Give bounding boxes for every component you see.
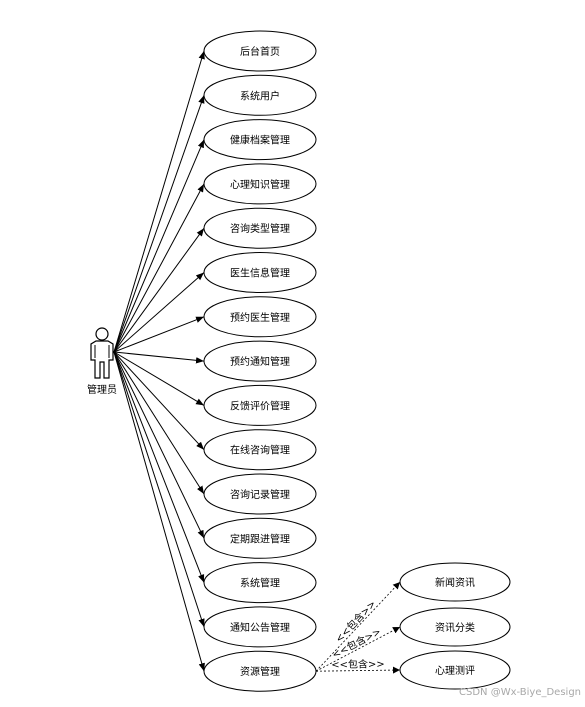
use-case-label: 系统管理 [240,577,280,590]
association-line [113,351,205,451]
use-case-label: 咨询记录管理 [230,488,290,501]
use-case: 系统管理 [203,562,317,604]
include-label: <<包含>> [330,625,383,661]
association-line [113,351,205,495]
use-case-label: 后台首页 [240,45,280,58]
use-case: 在线咨询管理 [203,429,317,471]
association-line [113,95,205,353]
association-line [113,351,205,628]
association-line [113,316,205,353]
use-case-label: 心理知识管理 [230,178,290,191]
use-case-label: 系统用户 [240,89,280,102]
use-case: 通知公告管理 [203,606,317,648]
use-case-ellipse [203,473,317,515]
use-case-ellipse [203,340,317,382]
actor-label: 管理员 [87,383,117,396]
include-label: <<包含>> [331,657,385,671]
use-case-label: 预约医生管理 [230,311,290,324]
use-case: 预约通知管理 [203,340,317,382]
sub-case: 资讯分类 [399,607,511,647]
use-case-label: 咨询类型管理 [230,222,290,235]
sub-case-ellipse [399,650,511,690]
sub-case: 新闻资讯 [399,562,511,602]
use-case-label: 定期跟进管理 [230,532,290,545]
include-line [315,581,401,672]
use-case-label: 资源管理 [240,665,280,678]
use-case: 健康档案管理 [203,119,317,161]
use-case: 心理知识管理 [203,163,317,205]
use-case-ellipse [203,606,317,648]
association-line [113,351,205,672]
use-case: 预约医生管理 [203,296,317,338]
sub-case-label: 新闻资讯 [435,576,475,589]
use-case-label: 在线咨询管理 [230,444,290,457]
use-case-ellipse [203,163,317,205]
association-line [113,351,205,406]
use-case-ellipse [203,30,317,72]
association-line [113,272,205,353]
association-line [113,183,205,353]
use-case-label: 健康档案管理 [230,134,290,147]
association-line [113,351,205,583]
association-line [113,139,205,353]
sub-case-label: 心理测评 [435,664,475,677]
use-case-ellipse [203,207,317,249]
use-case-ellipse [203,562,317,604]
use-case: 系统用户 [203,74,317,116]
use-case: 定期跟进管理 [203,517,317,559]
actor-figure: 管理员 [87,327,117,396]
actor-body [90,340,114,379]
use-case-ellipse [203,517,317,559]
actor-head [95,327,109,341]
include-relations: <<包含>><<包含>><<包含>> [315,581,401,674]
use-case-ellipse [203,119,317,161]
sub-case: 心理测评 [399,650,511,690]
sub-case-ellipse [399,607,511,647]
use-case-label: 反馈评价管理 [230,399,290,412]
use-case: 反馈评价管理 [203,384,317,426]
use-case-label: 通知公告管理 [230,621,290,634]
use-case-label: 医生信息管理 [230,267,290,280]
use-case: 咨询类型管理 [203,207,317,249]
association-lines [113,50,205,672]
use-case-ellipse [203,74,317,116]
watermark: CSDN @Wx-Biye_Design [459,687,581,698]
use-case-list: 后台首页系统用户健康档案管理心理知识管理咨询类型管理医生信息管理预约医生管理预约… [203,30,317,692]
use-case-ellipse [203,252,317,293]
association-line [113,351,205,364]
use-case-ellipse [203,429,317,471]
association-line [113,351,205,539]
association-line [113,227,205,353]
sub-case-label: 资讯分类 [435,621,475,634]
use-case-label: 预约通知管理 [230,355,290,368]
use-case-ellipse [203,296,317,338]
use-case: 医生信息管理 [203,252,317,293]
use-case: 资源管理 [203,650,317,692]
use-case: 咨询记录管理 [203,473,317,515]
association-line [113,50,205,353]
use-case-ellipse [203,384,317,426]
sub-case-ellipse [399,562,511,602]
use-case: 后台首页 [203,30,317,72]
